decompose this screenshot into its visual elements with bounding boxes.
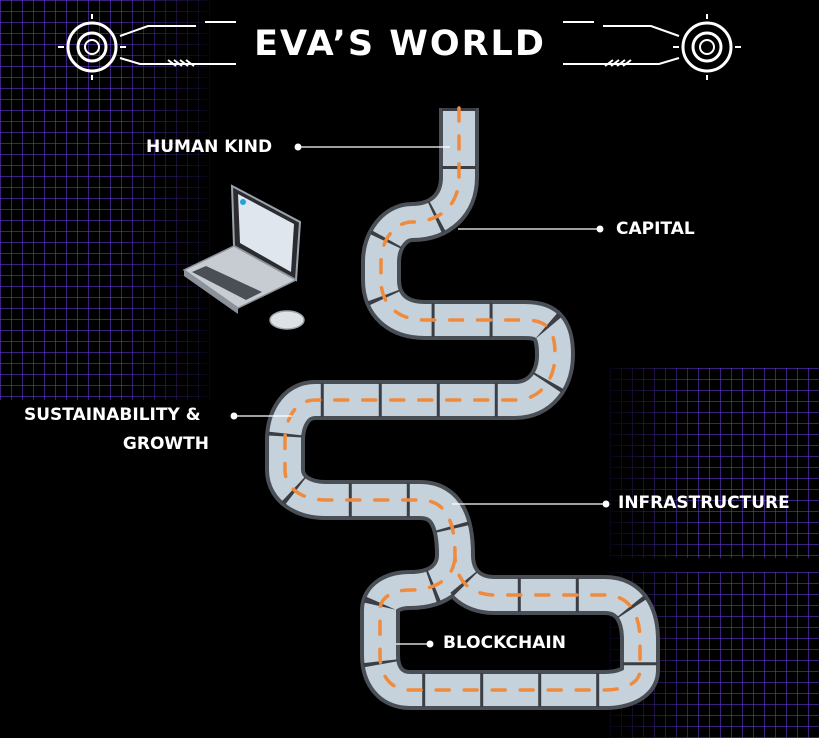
background-grid-right-upper <box>610 368 819 558</box>
label-sustainability-line2: GROWTH <box>122 434 209 454</box>
label-human-kind: HUMAN KIND <box>146 137 273 157</box>
mouse-icon <box>269 310 305 330</box>
label-blockchain: BLOCKCHAIN <box>443 633 566 653</box>
laptop-icon <box>182 184 302 314</box>
label-connectors <box>230 143 610 648</box>
road-dashes <box>283 106 642 692</box>
label-capital: CAPITAL <box>616 219 695 239</box>
hud-emblem-icon <box>58 14 236 80</box>
page-title: EVA’S WORLD <box>254 24 546 64</box>
label-infrastructure: INFRASTRUCTURE <box>618 493 790 513</box>
label-sustainability-line1: SUSTAINABILITY & <box>24 405 201 425</box>
hud-emblem-icon <box>563 14 741 80</box>
